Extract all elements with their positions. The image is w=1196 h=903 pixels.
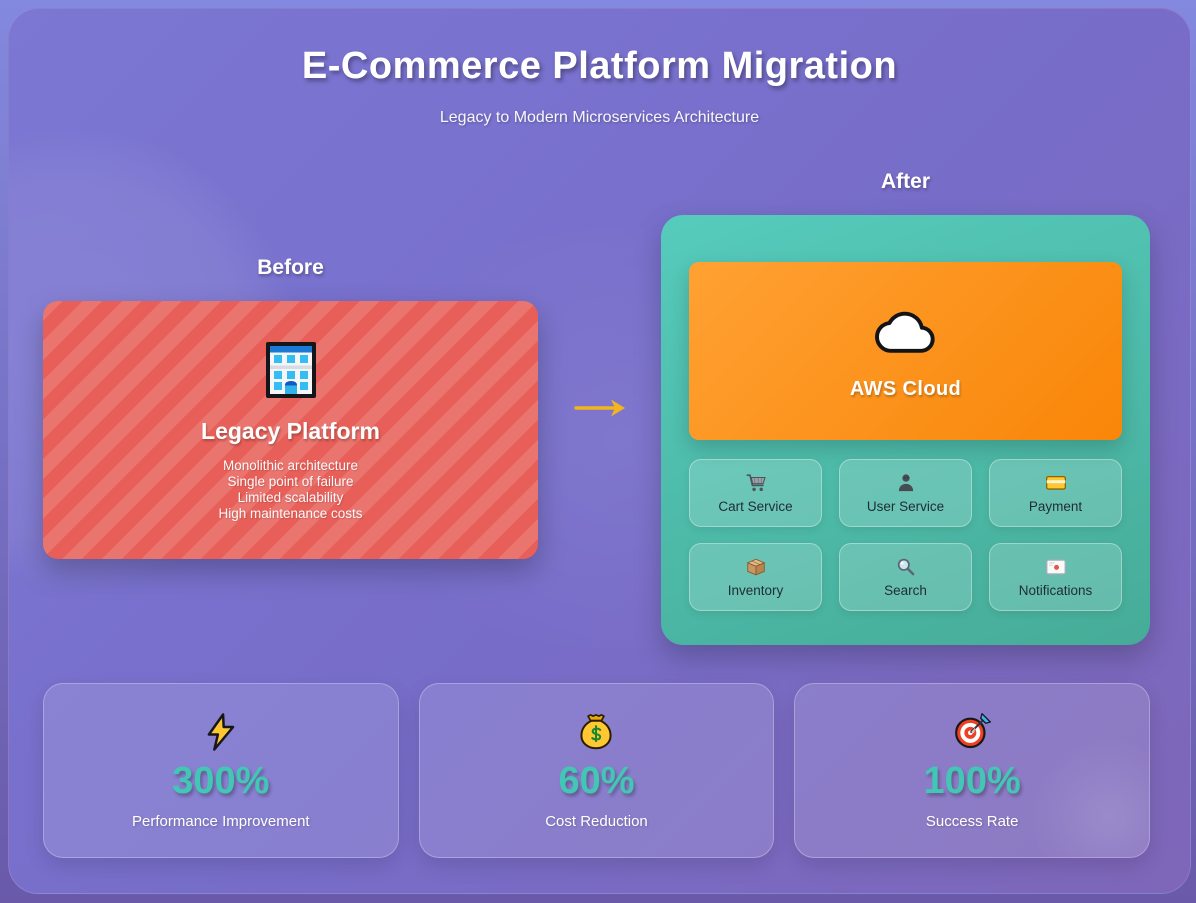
email-icon (1045, 556, 1067, 578)
stat-value: 100% (923, 759, 1021, 802)
header: E-Commerce Platform Migration Legacy to … (9, 9, 1190, 127)
lightning-bolt-icon (201, 712, 241, 752)
legacy-card-item: Single point of failure (227, 474, 354, 489)
stat-label: Success Rate (925, 812, 1019, 830)
aws-cloud-box: AWS Cloud (689, 262, 1122, 440)
before-after-comparison: Before (43, 170, 1150, 645)
services-grid: Cart Service User Service (689, 459, 1122, 611)
stats-row: 300% Performance Improvement 60% Cost Re… (43, 683, 1150, 858)
page-subtitle: Legacy to Modern Microservices Architect… (439, 109, 760, 126)
legacy-card-item: High maintenance costs (218, 506, 363, 521)
after-label: After (880, 170, 930, 193)
page-title: E-Commerce Platform Migration (301, 45, 898, 87)
migration-arrow (538, 395, 661, 421)
aws-cloud-panel: AWS Cloud Cart Se (661, 215, 1150, 645)
legacy-card-item: Monolithic architecture (222, 458, 359, 473)
cart-icon (745, 472, 767, 494)
service-card-payment: Payment (989, 459, 1122, 527)
stat-card-performance: 300% Performance Improvement (43, 683, 399, 858)
before-label: Before (257, 256, 324, 279)
legacy-card-title: Legacy Platform (201, 418, 380, 444)
service-label: Notifications (1018, 583, 1093, 598)
legacy-platform-card: Legacy Platform Monolithic architecture … (43, 301, 538, 559)
credit-card-icon (1045, 472, 1067, 494)
service-card-notifications: Notifications (989, 543, 1122, 611)
service-card-cart: Cart Service (689, 459, 822, 527)
cloud-icon (865, 302, 947, 360)
service-label: Inventory (727, 583, 784, 598)
after-column: After AWS Cloud (661, 170, 1150, 645)
stat-value: 300% (172, 759, 270, 802)
service-label: Search (884, 583, 927, 598)
user-icon (895, 472, 917, 494)
stat-label: Performance Improvement (132, 812, 310, 830)
service-card-user: User Service (839, 459, 972, 527)
target-icon (952, 712, 992, 752)
money-bag-icon (576, 712, 616, 752)
service-card-search: Search (839, 543, 972, 611)
package-icon (745, 556, 767, 578)
service-label: Payment (1028, 499, 1083, 514)
before-column: Before (43, 256, 538, 559)
service-label: User Service (866, 499, 945, 514)
migration-infographic-panel: E-Commerce Platform Migration Legacy to … (8, 8, 1191, 894)
service-card-inventory: Inventory (689, 543, 822, 611)
service-label: Cart Service (718, 499, 793, 514)
legacy-card-item: Limited scalability (237, 490, 344, 505)
search-icon (895, 556, 917, 578)
stat-card-cost: 60% Cost Reduction (418, 683, 775, 858)
office-building-icon (259, 338, 323, 402)
stat-card-success: 100% Success Rate (794, 683, 1150, 858)
stat-value: 60% (558, 759, 635, 802)
aws-cloud-title: AWS Cloud (849, 377, 962, 400)
right-arrow-icon (573, 395, 627, 421)
stat-label: Cost Reduction (545, 812, 648, 830)
